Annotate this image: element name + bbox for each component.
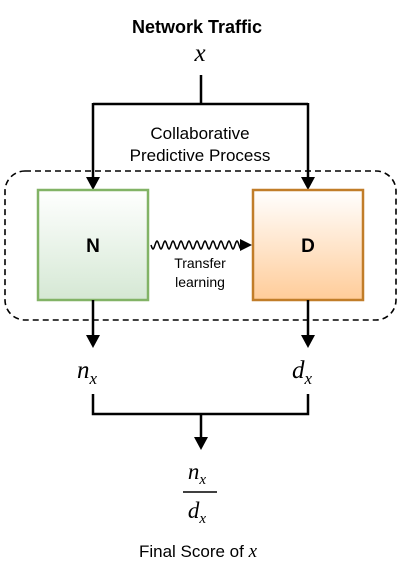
process-label-line2: Predictive Process [130,146,271,165]
arrowhead-to-d-icon [301,177,315,190]
transfer-label-line2: learning [175,274,225,290]
arrowhead-final-icon [194,437,208,450]
arrowhead-d-output-icon [301,335,315,348]
final-label-prefix: Final Score of [139,542,249,561]
output-d-subscript: x [303,369,312,388]
transfer-arrowhead-icon [240,239,252,251]
transfer-learning-wave [150,239,243,251]
model-d-box [251,188,365,302]
fraction-denominator: dx [188,498,207,527]
model-n-label: N [86,236,100,257]
merge-connector [91,394,310,416]
model-d-label: D [301,236,315,257]
fraction-numerator: nx [188,459,207,488]
input-symbol: x [193,40,205,67]
output-n-subscript: x [88,369,97,388]
output-d-symbol: dx [292,357,313,388]
denominator-base: d [188,498,200,523]
output-n-symbol: nx [77,357,98,388]
arrowhead-to-n-icon [86,177,100,190]
final-score-label: Final Score of x [139,541,258,562]
collaborative-process-container [4,170,397,321]
denominator-subscript: x [198,511,206,527]
output-d-base: d [292,357,305,384]
transfer-label-line1: Transfer [174,255,226,271]
final-label-symbol: x [248,541,258,562]
diagram-title: Network Traffic [132,17,262,37]
input-split-connector [93,75,308,106]
model-n-box [36,188,150,302]
process-label-line1: Collaborative [150,124,249,143]
output-n-base: n [77,357,90,384]
arrowhead-n-output-icon [86,335,100,348]
numerator-subscript: x [198,472,206,488]
numerator-base: n [188,459,200,484]
